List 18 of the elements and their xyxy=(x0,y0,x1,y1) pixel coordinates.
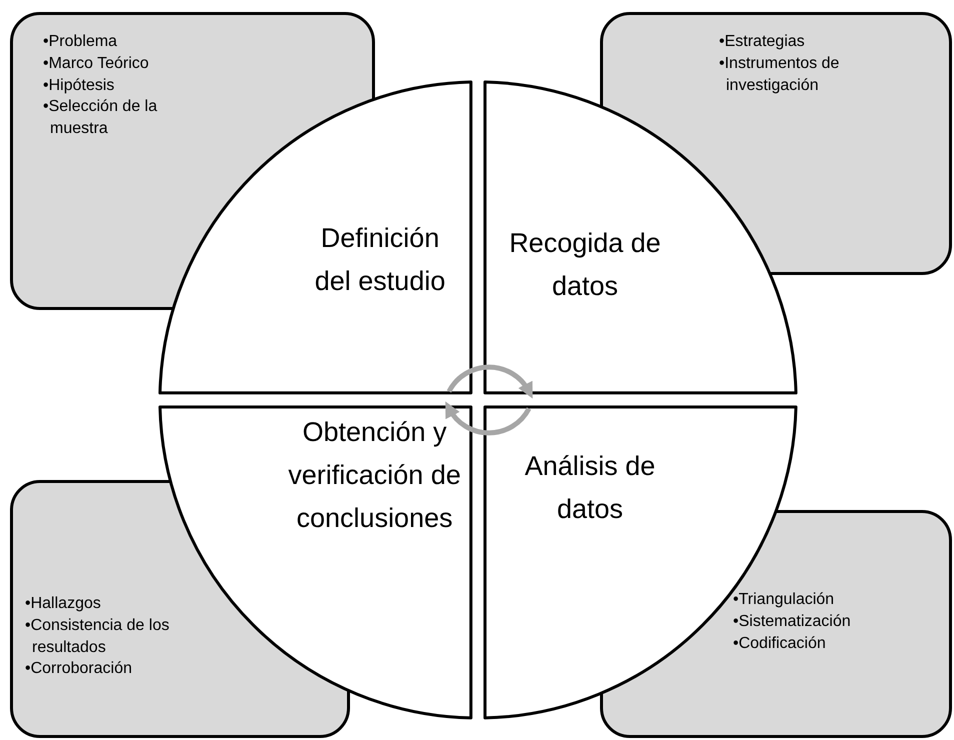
cycle-arrow xyxy=(446,364,534,398)
bullet-item: •Estrategias xyxy=(719,32,806,52)
quadrant-title: Definición del estudio xyxy=(314,222,446,298)
quadrant-title: Análisis de datos xyxy=(524,450,656,526)
quadrant-title: Obtención y verificación de conclusiones xyxy=(287,416,462,536)
cycle-arrow xyxy=(444,402,532,436)
bullet-item: •Marco Teórico xyxy=(43,54,150,74)
bullet-item: •Triangulación xyxy=(733,590,836,610)
quadrant-title: Recogida de datos xyxy=(508,227,662,304)
bullet-item: •Consistencia de los resultados xyxy=(25,616,170,658)
bullet-item: •Codificación xyxy=(733,634,827,654)
bullet-item: •Corroboración xyxy=(25,659,133,680)
bullet-item: •Sistematización xyxy=(733,612,852,632)
bullet-item: •Selección de la muestra xyxy=(43,97,158,139)
bullet-item: •Instrumentos de investigación xyxy=(719,54,840,96)
bullet-item: •Hallazgos xyxy=(25,594,102,614)
bullet-item: •Hipótesis xyxy=(43,76,116,96)
bullet-item: •Problema xyxy=(43,32,118,52)
